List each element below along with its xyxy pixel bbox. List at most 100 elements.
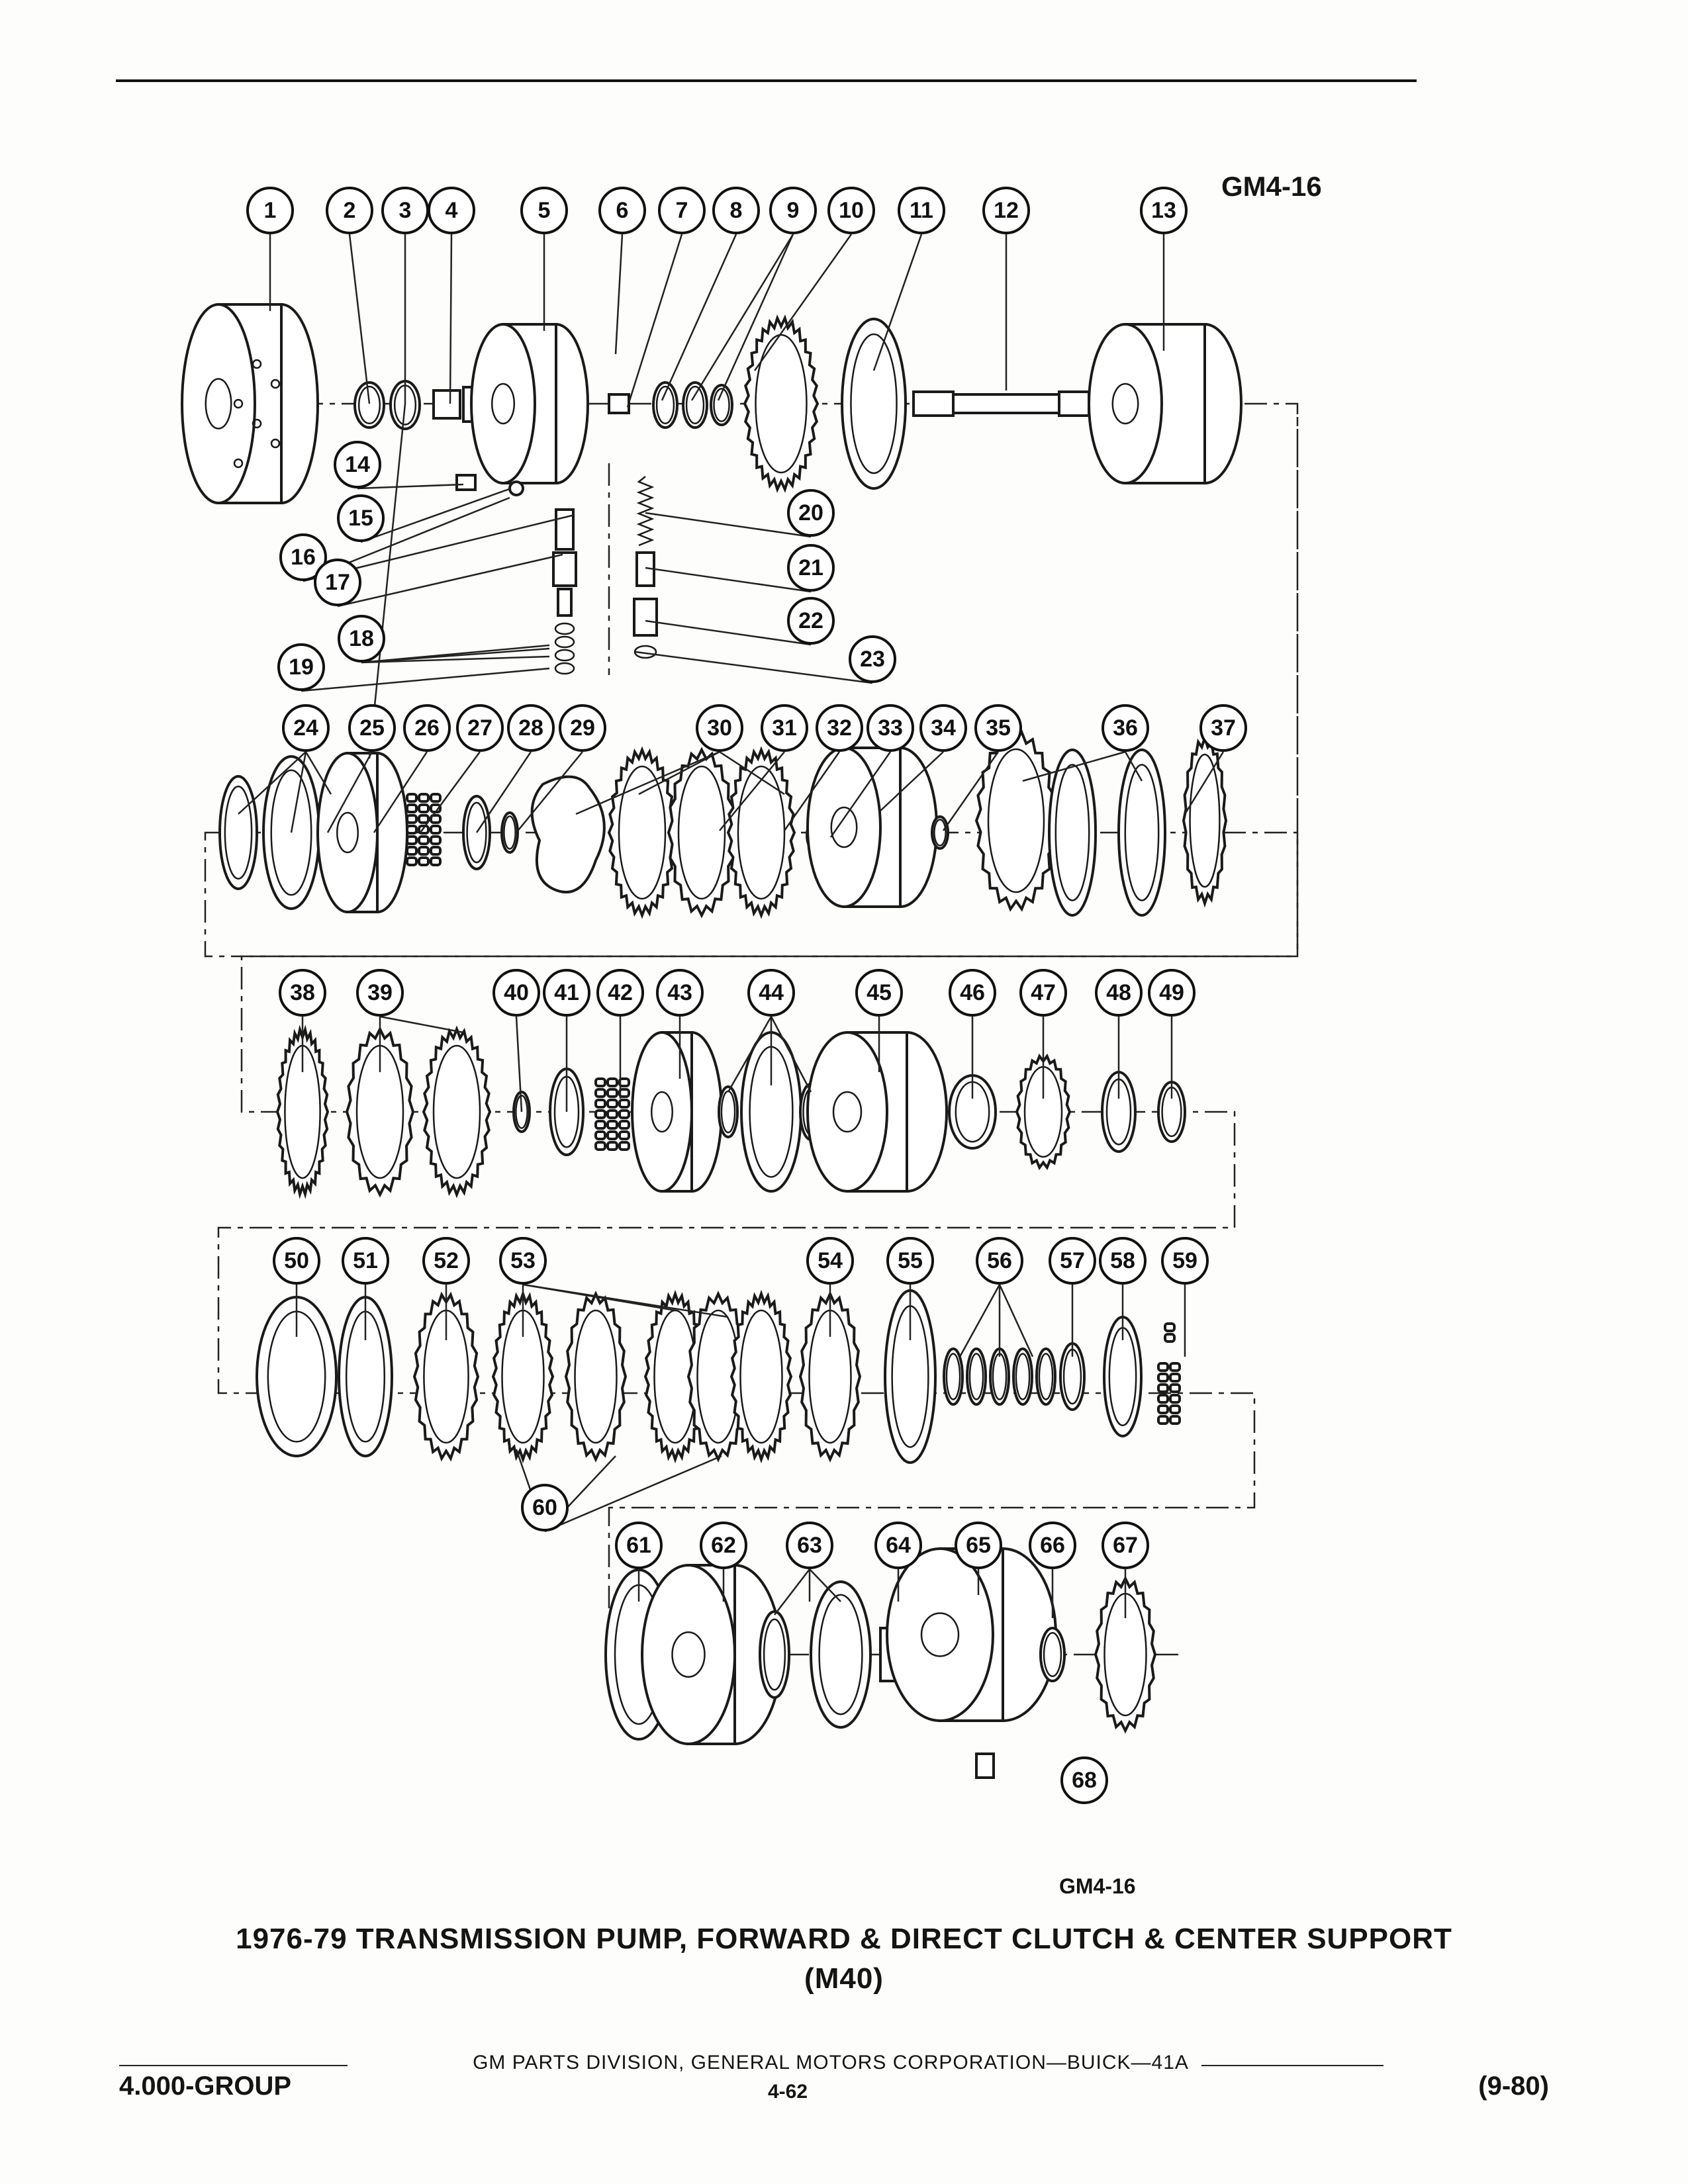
- leader-line-14: [357, 483, 464, 490]
- svg-text:23: 23: [860, 647, 885, 672]
- callout-31: 31: [761, 704, 808, 752]
- callout-68: 68: [1060, 1756, 1108, 1804]
- callout-19: 19: [277, 643, 325, 691]
- callout-18: 18: [338, 615, 385, 662]
- callout-25: 25: [348, 704, 396, 752]
- callout-21: 21: [787, 544, 835, 592]
- svg-text:43: 43: [667, 980, 692, 1005]
- leader-line-40: [515, 1016, 523, 1113]
- svg-text:41: 41: [554, 980, 579, 1005]
- leader-line-extra-21: [361, 655, 550, 664]
- svg-text:40: 40: [504, 980, 529, 1005]
- callout-30: 30: [696, 704, 743, 752]
- svg-text:31: 31: [772, 715, 797, 741]
- callout-12: 12: [982, 187, 1030, 234]
- leader-line-24: [290, 751, 307, 833]
- leader-line-34: [880, 751, 944, 811]
- callout-7: 7: [658, 187, 706, 234]
- svg-text:49: 49: [1159, 980, 1184, 1005]
- svg-text:4: 4: [445, 198, 458, 223]
- svg-text:56: 56: [987, 1248, 1012, 1273]
- svg-text:54: 54: [818, 1248, 843, 1273]
- leader-line-21: [645, 567, 812, 593]
- callout-54: 54: [806, 1237, 854, 1285]
- callout-49: 49: [1148, 969, 1196, 1017]
- leader-line-8: [661, 234, 737, 401]
- callout-60: 60: [521, 1484, 569, 1531]
- leader-line-25: [326, 751, 373, 833]
- leader-line-extra-14: [522, 1283, 729, 1318]
- svg-text:57: 57: [1060, 1248, 1085, 1273]
- svg-text:55: 55: [898, 1248, 923, 1273]
- leader-line-36: [1022, 751, 1126, 782]
- leader-line-7: [626, 234, 683, 408]
- svg-text:5: 5: [538, 198, 551, 223]
- leader-line-22: [645, 619, 812, 646]
- footer-group: 4.000-GROUP: [119, 2071, 292, 2101]
- footer-rule-right: [1201, 2065, 1383, 2066]
- callout-63: 63: [786, 1522, 833, 1569]
- callout-15: 15: [337, 494, 385, 542]
- callout-2: 2: [326, 187, 373, 234]
- svg-text:3: 3: [399, 198, 412, 223]
- callout-44: 44: [747, 969, 795, 1017]
- callout-35: 35: [974, 704, 1022, 752]
- svg-text:61: 61: [626, 1533, 651, 1558]
- svg-text:67: 67: [1113, 1533, 1138, 1558]
- svg-text:63: 63: [797, 1533, 822, 1558]
- svg-text:42: 42: [608, 980, 633, 1005]
- callout-45: 45: [855, 969, 903, 1017]
- callout-37: 37: [1199, 704, 1247, 752]
- svg-text:29: 29: [570, 715, 595, 741]
- svg-text:8: 8: [730, 198, 743, 223]
- svg-text:68: 68: [1072, 1768, 1097, 1793]
- leader-line-32: [783, 751, 841, 831]
- svg-text:65: 65: [966, 1533, 991, 1558]
- callout-24: 24: [282, 704, 330, 752]
- svg-text:27: 27: [467, 715, 492, 741]
- svg-text:30: 30: [707, 715, 732, 741]
- leader-line-extra-6: [719, 751, 785, 796]
- svg-text:28: 28: [518, 715, 543, 741]
- svg-text:59: 59: [1172, 1248, 1197, 1273]
- leader-line-extra-18: [774, 1569, 810, 1615]
- caption-line-2: (M40): [804, 1962, 884, 1995]
- callout-55: 55: [886, 1237, 934, 1285]
- callout-57: 57: [1049, 1237, 1096, 1285]
- svg-text:38: 38: [290, 980, 315, 1005]
- svg-text:50: 50: [284, 1248, 309, 1273]
- callout-11: 11: [898, 187, 945, 234]
- svg-text:34: 34: [931, 715, 956, 741]
- component-drawings: [181, 303, 1243, 1779]
- callout-34: 34: [919, 704, 967, 752]
- leader-line-extra-17: [544, 1455, 722, 1533]
- leader-line-extra-19: [809, 1569, 841, 1602]
- leader-line-4: [449, 234, 453, 404]
- svg-text:24: 24: [293, 715, 318, 741]
- callout-50: 50: [273, 1237, 320, 1285]
- svg-text:12: 12: [994, 198, 1019, 223]
- svg-text:6: 6: [616, 198, 629, 223]
- svg-text:35: 35: [986, 715, 1011, 741]
- svg-text:17: 17: [325, 570, 350, 595]
- svg-text:22: 22: [798, 608, 823, 633]
- callout-27: 27: [456, 704, 504, 752]
- callout-53: 53: [499, 1237, 547, 1285]
- footer-date: (9-80): [1478, 2071, 1549, 2101]
- leader-line-37: [1184, 751, 1225, 815]
- leader-line-29: [516, 751, 583, 833]
- leader-line-extra-20: [361, 644, 550, 664]
- svg-text:60: 60: [532, 1495, 557, 1520]
- callout-13: 13: [1140, 187, 1188, 234]
- callout-52: 52: [422, 1237, 470, 1285]
- callout-6: 6: [598, 187, 646, 234]
- leader-line-23: [635, 651, 873, 684]
- leader-line-27: [419, 751, 481, 833]
- callout-9: 9: [769, 187, 817, 234]
- callout-22: 22: [787, 597, 835, 645]
- leader-line-extra-9: [727, 1016, 773, 1093]
- callout-39: 39: [356, 969, 404, 1017]
- leader-line-10: [753, 234, 853, 371]
- callout-26: 26: [403, 704, 451, 752]
- svg-text:11: 11: [910, 198, 933, 223]
